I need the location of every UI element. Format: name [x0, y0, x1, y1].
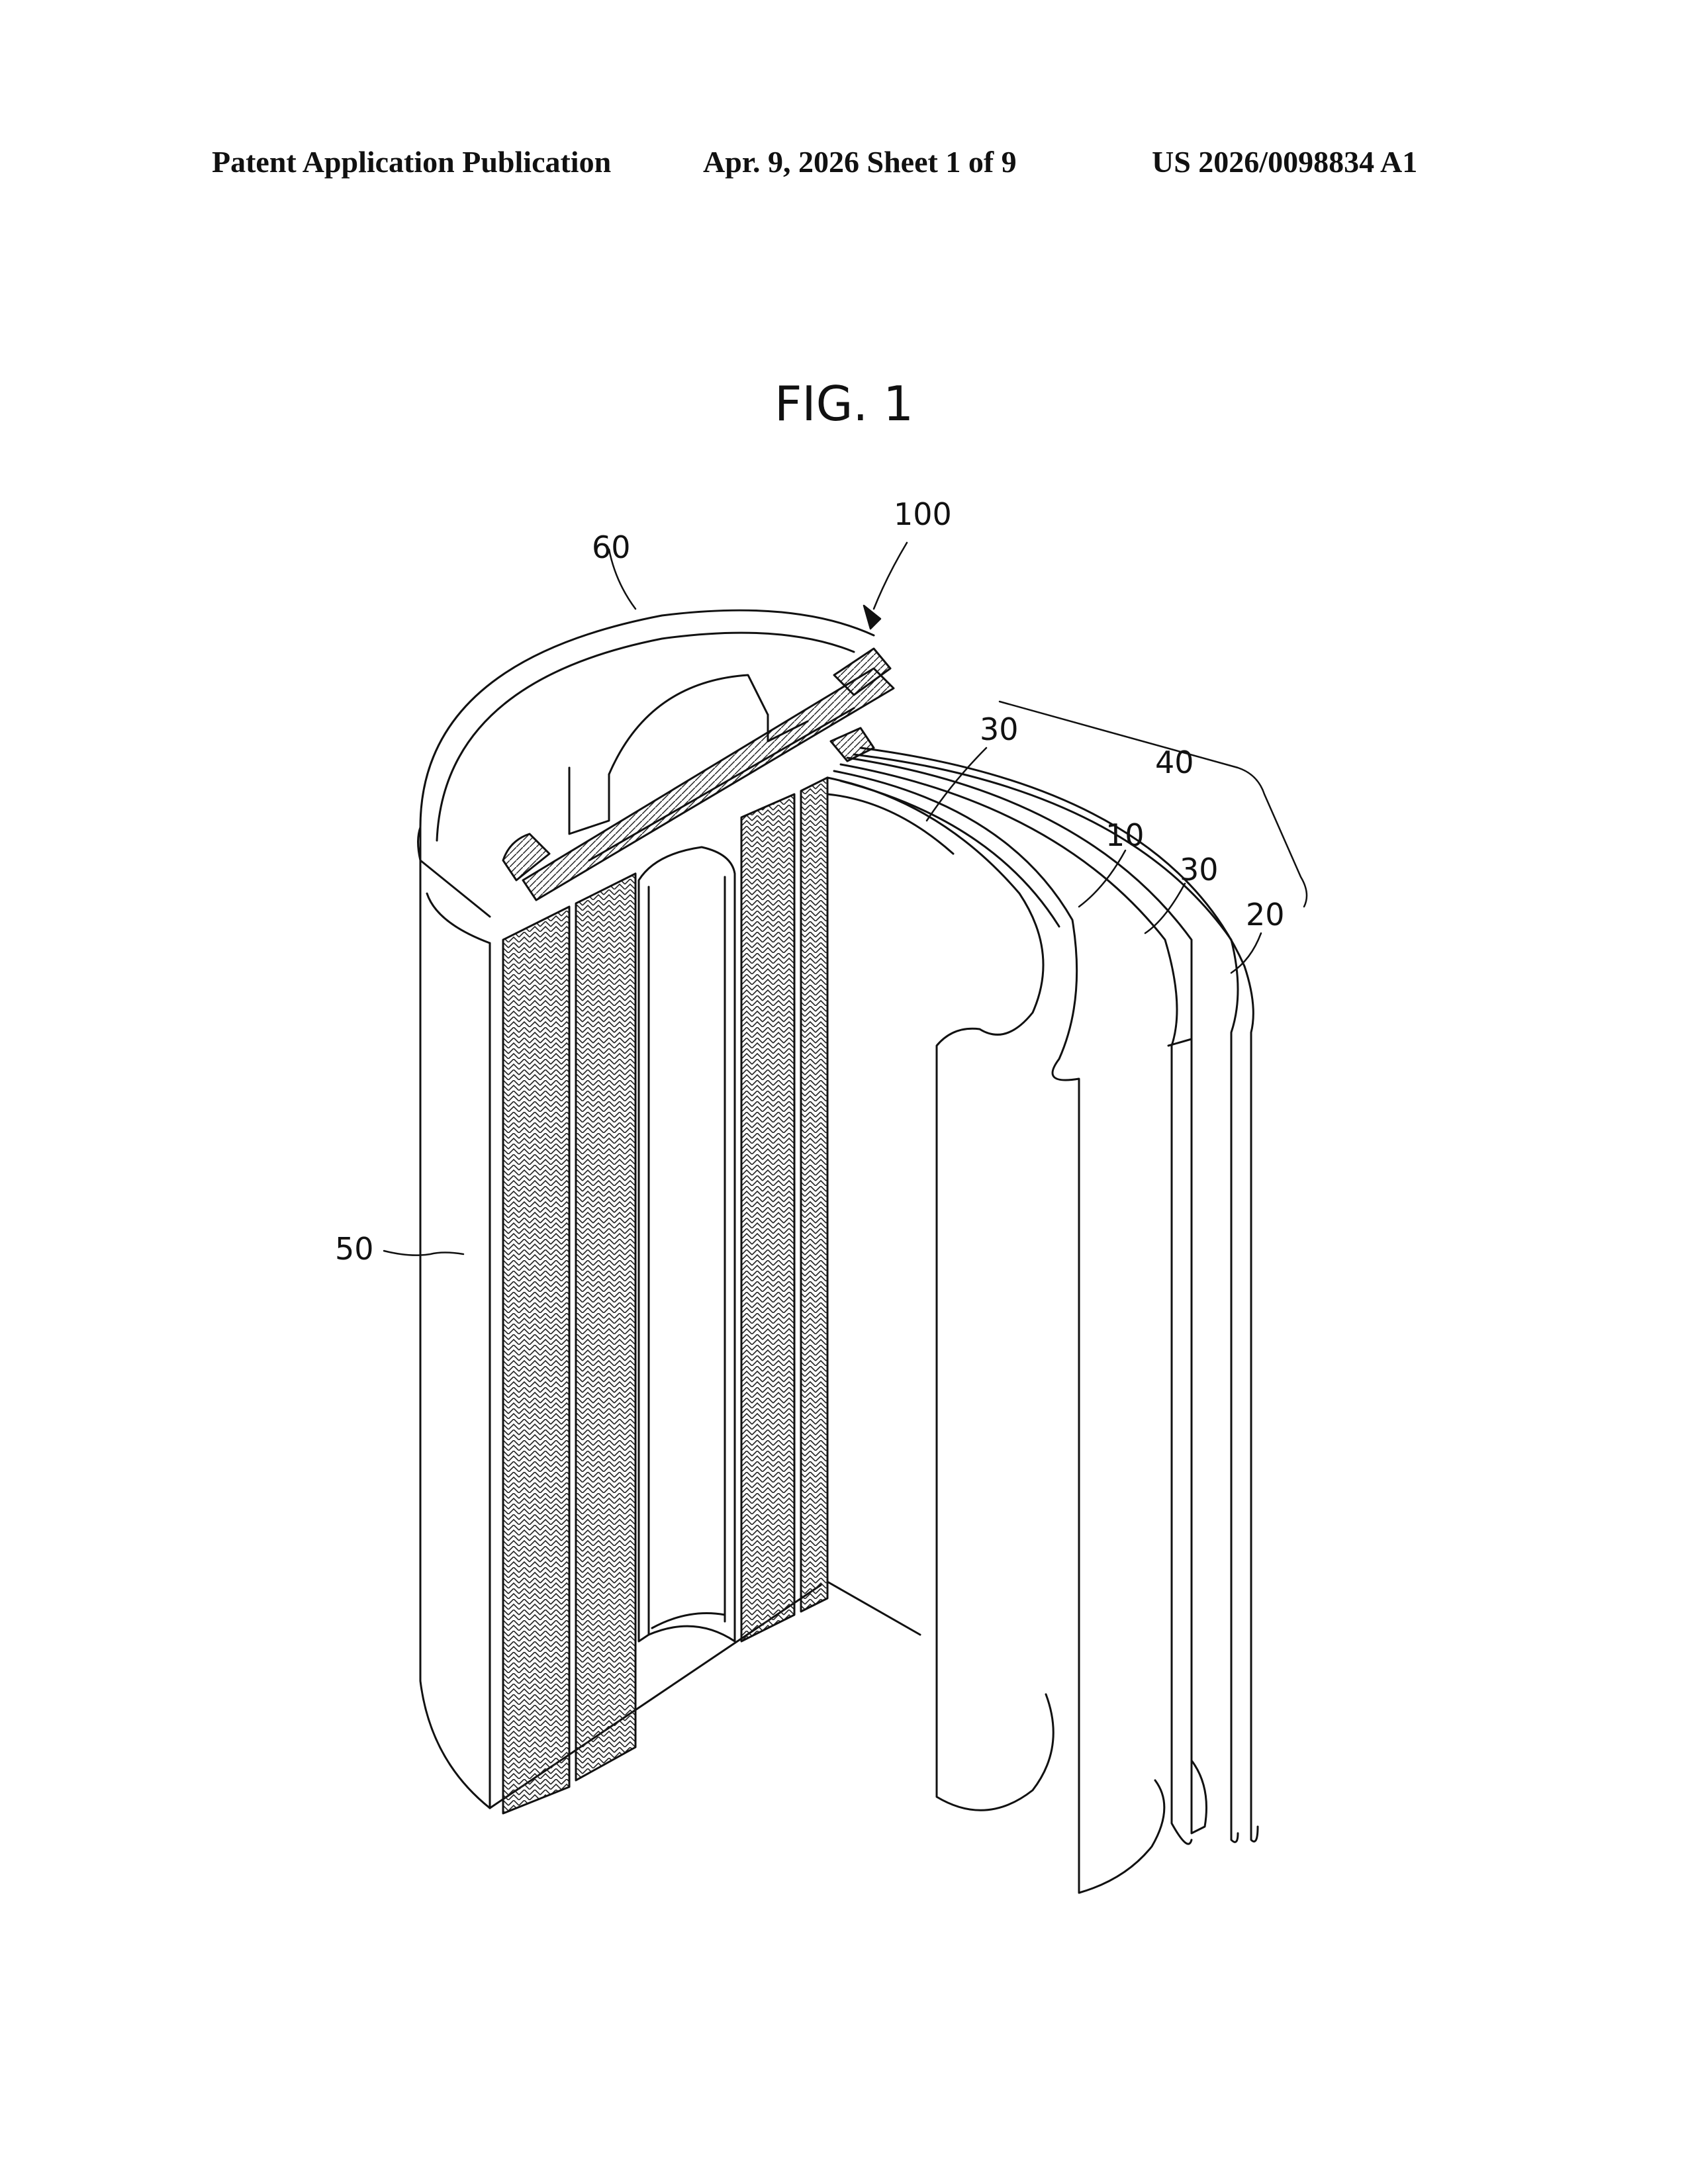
- cathode-20-sheet: [847, 748, 1258, 1842]
- leader-30a: [927, 748, 986, 821]
- separator-30-first: [827, 778, 1053, 1810]
- ref-10: 10: [1105, 817, 1145, 853]
- ref-60: 60: [592, 529, 631, 565]
- ref-20: 20: [1246, 897, 1285, 933]
- leader-50: [384, 1251, 463, 1255]
- bracket-40: [1000, 702, 1307, 907]
- ref-40: 40: [1155, 745, 1194, 780]
- anode-10-sheet: [834, 771, 1164, 1893]
- ref-100: 100: [894, 496, 952, 532]
- ref-30-first: 30: [980, 711, 1019, 747]
- separator-30-second: [841, 764, 1192, 1844]
- leader-100: [874, 543, 907, 609]
- ref-50: 50: [335, 1231, 374, 1267]
- ref-30-second: 30: [1180, 852, 1219, 887]
- leader-10: [1079, 850, 1125, 907]
